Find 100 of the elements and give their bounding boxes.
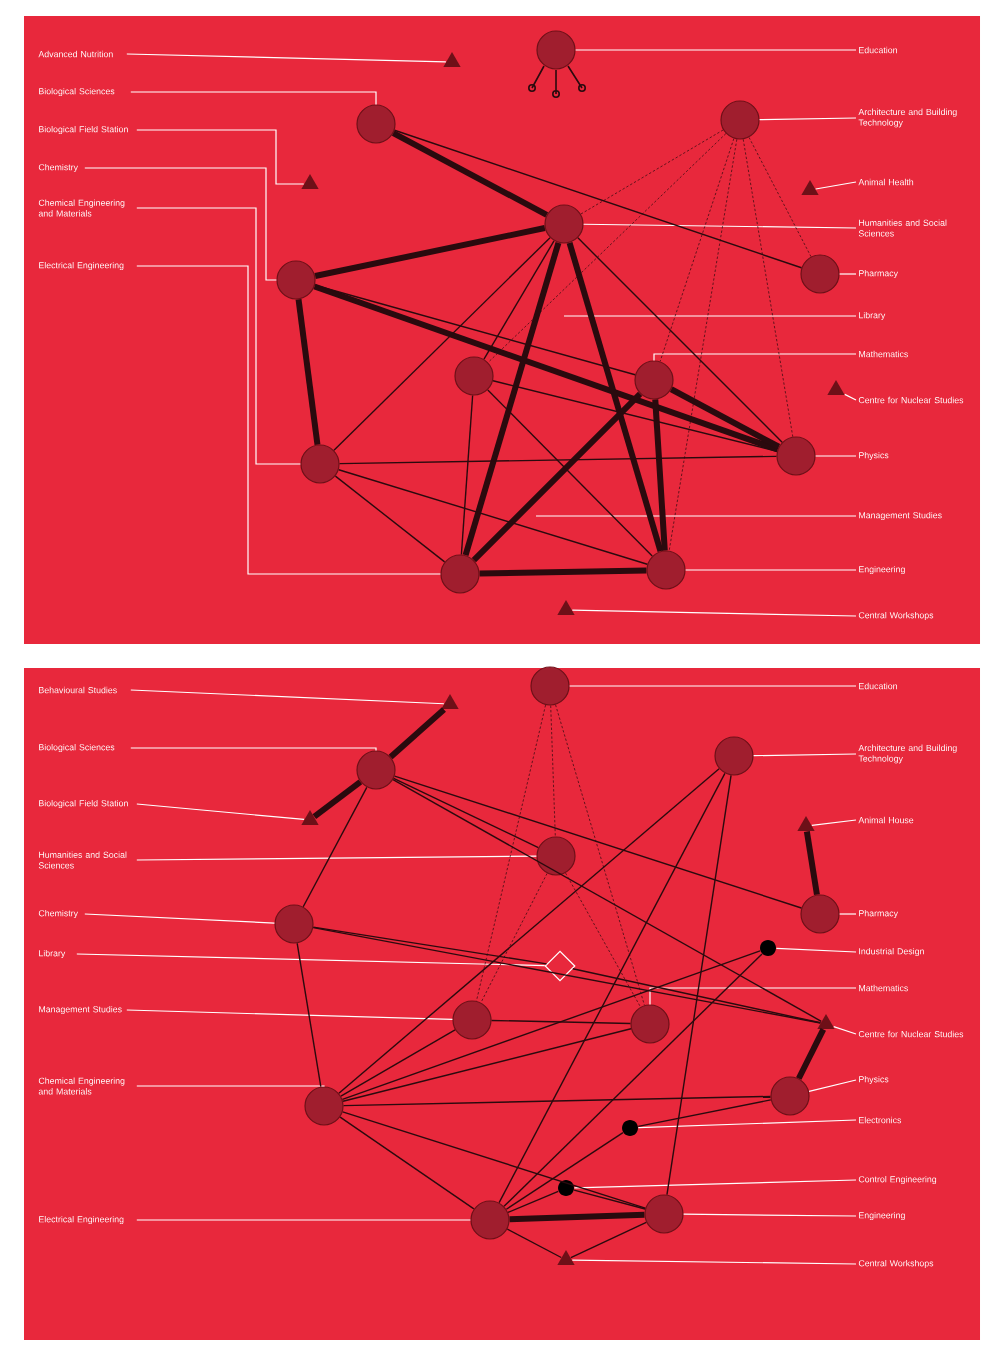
connection-line xyxy=(476,704,546,1002)
connection-line xyxy=(509,1211,645,1223)
connection-line xyxy=(462,241,562,557)
leader-line xyxy=(136,1219,471,1221)
triangle-marker xyxy=(797,816,815,831)
connection-line xyxy=(338,768,720,1094)
connection-line xyxy=(803,830,820,896)
connection-line xyxy=(637,1099,772,1128)
connection-line xyxy=(338,455,778,465)
leader-line xyxy=(84,167,277,281)
leader-line xyxy=(136,855,537,861)
leader-line xyxy=(76,953,546,967)
connection-line xyxy=(666,774,732,1196)
connection-line xyxy=(393,775,803,909)
dot-marker xyxy=(760,940,776,956)
node-circle xyxy=(274,904,314,944)
triangle-marker xyxy=(301,174,319,189)
connection-line xyxy=(393,129,803,269)
leader-line xyxy=(130,747,377,751)
node-circle xyxy=(644,1194,684,1234)
connection-line xyxy=(295,299,321,445)
leader-line xyxy=(563,315,857,317)
connection-line xyxy=(796,1028,826,1080)
connection-line xyxy=(490,1019,632,1025)
node-circle xyxy=(720,100,760,140)
connection-line xyxy=(296,942,322,1088)
connection-line xyxy=(555,704,645,1006)
leader-line xyxy=(136,265,441,575)
connection-line xyxy=(338,469,648,565)
dot-marker xyxy=(622,1120,638,1136)
leader-line xyxy=(833,1026,857,1035)
leader-line xyxy=(575,49,857,51)
connection-line xyxy=(480,873,548,1003)
connection-line xyxy=(339,1116,475,1210)
node-circle xyxy=(714,736,754,776)
connection-line xyxy=(334,475,446,563)
dot-marker xyxy=(558,1180,574,1196)
connection-line xyxy=(506,1228,562,1259)
connection-line xyxy=(392,778,822,1023)
connection-line xyxy=(503,953,763,1207)
leader-line xyxy=(839,273,857,275)
node-circle xyxy=(452,1000,492,1040)
connection-line xyxy=(550,705,556,837)
leader-line xyxy=(573,1179,857,1189)
leader-line xyxy=(583,223,857,229)
leader-line xyxy=(815,181,857,190)
connection-line xyxy=(312,926,548,965)
connection-line xyxy=(483,240,555,360)
leader-line xyxy=(815,455,857,457)
node-circle xyxy=(646,550,686,590)
node-circle xyxy=(634,360,674,400)
node-circle xyxy=(544,204,584,244)
triangle-marker xyxy=(557,1250,575,1265)
connection-line xyxy=(742,139,794,438)
connection-line xyxy=(342,1111,647,1209)
connection-line xyxy=(391,130,549,218)
triangle-marker xyxy=(827,380,845,395)
leader-line xyxy=(637,1119,857,1129)
connection-line xyxy=(498,772,726,1204)
connection-line xyxy=(340,1029,456,1097)
leader-line xyxy=(759,117,857,121)
leader-line xyxy=(811,819,857,826)
connection-line xyxy=(659,138,735,362)
node-circle xyxy=(800,894,840,934)
leader-line xyxy=(136,129,305,185)
connection-line xyxy=(492,380,778,452)
leader-line xyxy=(753,753,857,757)
triangle-marker xyxy=(301,810,319,825)
leader-line xyxy=(130,689,445,705)
leader-line xyxy=(649,987,857,1005)
connection-line xyxy=(748,137,812,257)
node-circle xyxy=(536,30,576,70)
node-circle xyxy=(304,1086,344,1126)
triangle-marker xyxy=(443,52,461,67)
node-circle xyxy=(770,1076,810,1116)
connection-line xyxy=(479,567,647,577)
connection-line xyxy=(314,284,636,376)
connection-line xyxy=(487,389,653,557)
connection-line xyxy=(580,129,724,215)
connection-line xyxy=(313,283,779,453)
connection-line xyxy=(566,241,664,553)
connection-line xyxy=(341,950,761,1101)
connection-line xyxy=(572,968,822,1024)
node-circle xyxy=(440,554,480,594)
connection-line xyxy=(302,786,368,908)
node-circle xyxy=(356,750,396,790)
connection-line xyxy=(312,779,363,820)
leader-line xyxy=(569,685,857,687)
node-circle xyxy=(356,104,396,144)
leader-line xyxy=(136,1085,325,1087)
connection-line xyxy=(565,872,641,1008)
connection-line xyxy=(312,926,822,1024)
node-circle xyxy=(530,666,570,706)
node-circle xyxy=(300,444,340,484)
leader-line xyxy=(683,1213,857,1217)
leader-line xyxy=(653,353,857,361)
connection-line xyxy=(314,225,546,279)
connection-line xyxy=(652,399,668,551)
node-circle xyxy=(454,356,494,396)
connection-line xyxy=(570,1221,647,1259)
